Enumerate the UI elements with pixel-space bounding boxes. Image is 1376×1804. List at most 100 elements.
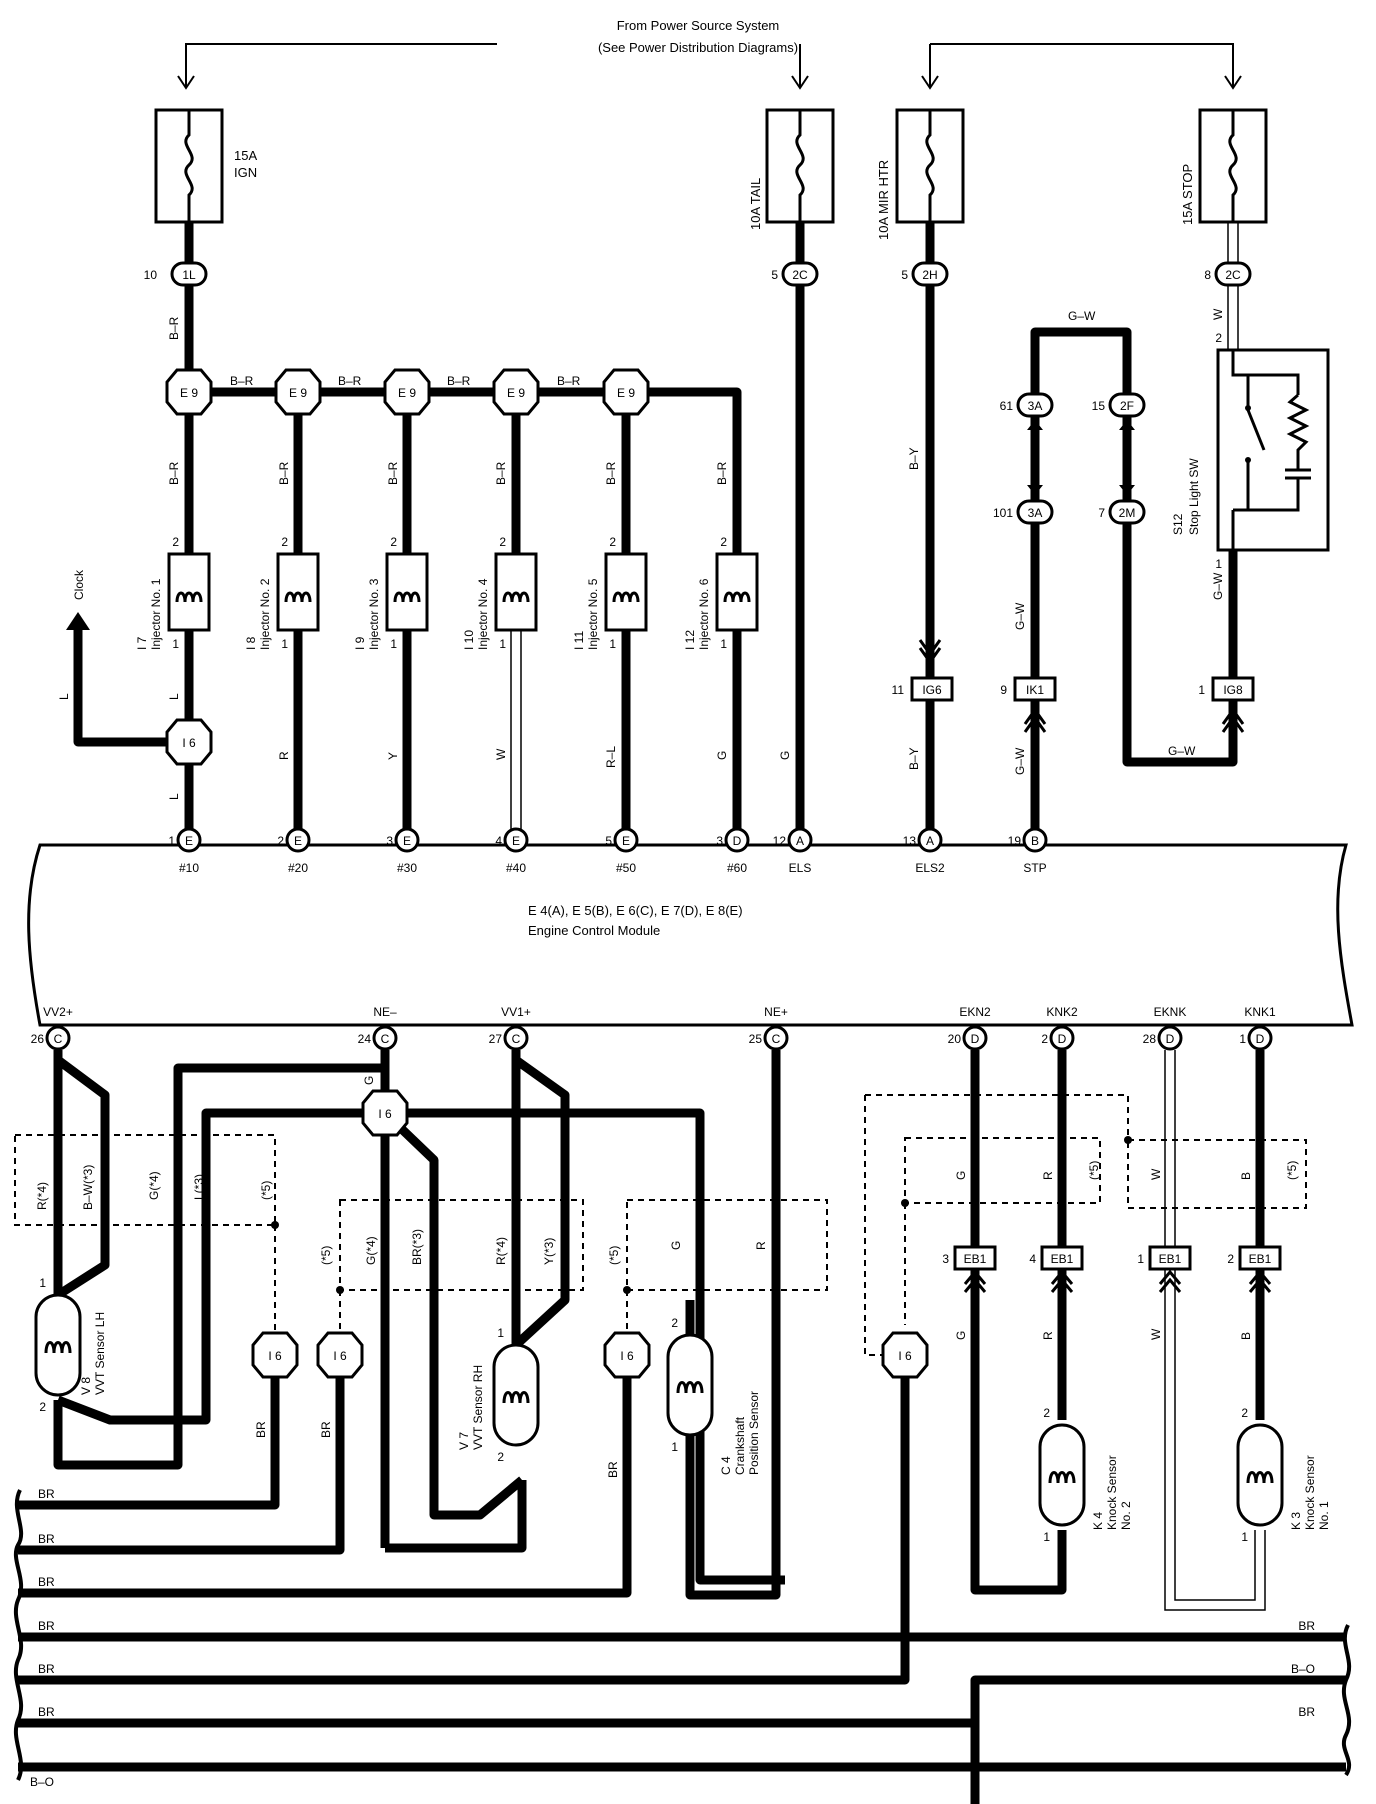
svg-text:G: G [954,1331,968,1340]
e9-junctions: E 9 E 9 E 9 E 9 E 9 [165,368,650,416]
svg-text:K 4: K 4 [1091,1512,1105,1530]
svg-text:R: R [277,751,291,760]
svg-text:B: B [1031,834,1039,848]
svg-text:BR: BR [38,1662,55,1676]
svg-text:B–R: B–R [604,461,618,485]
svg-text:10A MIR HTR: 10A MIR HTR [876,160,891,240]
engine-control-module: E 4(A), E 5(B), E 6(C), E 7(D), E 8(E) E… [27,843,1354,1027]
svg-text:G–W: G–W [1013,602,1027,630]
svg-text:No. 1: No. 1 [1317,1501,1331,1530]
svg-text:C: C [772,1032,781,1046]
svg-text:E 4(A), E 5(B), E 6(C), E 7(D): E 4(A), E 5(B), E 6(C), E 7(D), E 8(E) [528,903,743,918]
svg-text:D: D [971,1032,980,1046]
svg-text:BR: BR [1298,1619,1315,1633]
svg-text:L(*3): L(*3) [192,1174,206,1200]
svg-text:B–R: B–R [447,374,471,388]
svg-text:R–L: R–L [604,746,618,768]
svg-text:1L: 1L [182,268,196,282]
svg-text:W: W [1211,308,1225,320]
svg-text:L: L [57,693,71,700]
svg-text:B–Y: B–Y [907,447,921,470]
svg-text:NE–: NE– [373,1005,397,1019]
svg-text:9: 9 [1000,683,1007,697]
svg-text:L: L [167,793,181,800]
svg-text:8: 8 [1204,268,1211,282]
fuse-ign: 15A IGN [154,108,257,224]
svg-text:#10: #10 [179,861,199,875]
svg-text:B–O: B–O [1291,1662,1315,1676]
svg-text:I 8: I 8 [244,636,258,650]
svg-text:1: 1 [390,637,397,651]
svg-text:R: R [1041,1171,1055,1180]
svg-text:19: 19 [1008,834,1022,848]
svg-text:3A: 3A [1028,506,1043,520]
power-source-lines [177,43,1242,90]
svg-text:EB1: EB1 [1051,1252,1074,1266]
svg-text:C: C [381,1032,390,1046]
svg-text:Injector No. 2: Injector No. 2 [258,578,272,650]
svg-text:Position Sensor: Position Sensor [747,1391,761,1475]
svg-text:IK1: IK1 [1026,683,1044,697]
svg-text:2H: 2H [922,268,937,282]
svg-text:VV2+: VV2+ [43,1005,73,1019]
svg-text:No. 2: No. 2 [1119,1501,1133,1530]
svg-text:G–W: G–W [1211,572,1225,600]
svg-text:BR: BR [38,1619,55,1633]
svg-text:R(*4): R(*4) [494,1237,508,1265]
br-labels: B–R B–R B–R B–R B–R B–R B–R B–R B–R B–R … [167,316,729,485]
svg-text:2: 2 [277,834,284,848]
svg-text:#50: #50 [616,861,636,875]
svg-text:W: W [1149,1328,1163,1340]
svg-text:1: 1 [1198,683,1205,697]
svg-text:B–R: B–R [167,461,181,485]
svg-text:E 9: E 9 [617,386,635,400]
svg-text:(*5): (*5) [1087,1161,1101,1180]
svg-text:1: 1 [172,637,179,651]
svg-text:B–R: B–R [338,374,362,388]
svg-text:1: 1 [497,1326,504,1340]
svg-text:EKNK: EKNK [1154,1005,1187,1019]
fuse-tail: 10A TAIL [748,108,835,230]
svg-text:27: 27 [489,1032,503,1046]
svg-text:2: 2 [1215,331,1222,345]
svg-text:1: 1 [39,1276,46,1290]
svg-text:2: 2 [1227,1252,1234,1266]
svg-text:1: 1 [671,1440,678,1454]
svg-text:2: 2 [609,535,616,549]
svg-text:3: 3 [716,834,723,848]
stop-light-switch: 2 1 S12 Stop Light SW [1171,331,1330,571]
svg-text:B–R: B–R [557,374,581,388]
svg-text:BR: BR [38,1705,55,1719]
svg-text:R: R [754,1241,768,1250]
header-line1: From Power Source System [617,18,780,33]
svg-text:I 9: I 9 [353,636,367,650]
svg-text:A: A [796,834,804,848]
svg-text:I 6: I 6 [378,1107,392,1121]
svg-text:#60: #60 [727,861,747,875]
svg-text:E: E [512,834,520,848]
svg-text:G–W: G–W [1168,744,1196,758]
header-line2: (See Power Distribution Diagrams) [598,40,798,55]
svg-text:2C: 2C [792,268,808,282]
fuse-mirhtr: 10A MIR HTR [876,108,965,240]
svg-text:G–W: G–W [1013,747,1027,775]
svg-text:Injector No. 4: Injector No. 4 [476,578,490,650]
fuse-stop: 15A STOP [1180,108,1268,225]
svg-text:1: 1 [168,834,175,848]
svg-text:I 6: I 6 [333,1349,347,1363]
svg-text:2F: 2F [1120,399,1134,413]
svg-text:B: B [1239,1172,1253,1180]
svg-text:26: 26 [31,1032,45,1046]
svg-text:B–R: B–R [167,316,181,340]
i6-junction-upper: I 6 [165,718,213,766]
svg-text:7: 7 [1098,506,1105,520]
svg-text:2: 2 [499,535,506,549]
svg-text:B: B [1239,1332,1253,1340]
svg-text:B–Y: B–Y [907,747,921,770]
svg-text:ELS2: ELS2 [915,861,945,875]
svg-text:4: 4 [1029,1252,1036,1266]
svg-text:EB1: EB1 [964,1252,987,1266]
svg-text:2: 2 [390,535,397,549]
svg-text:#30: #30 [397,861,417,875]
